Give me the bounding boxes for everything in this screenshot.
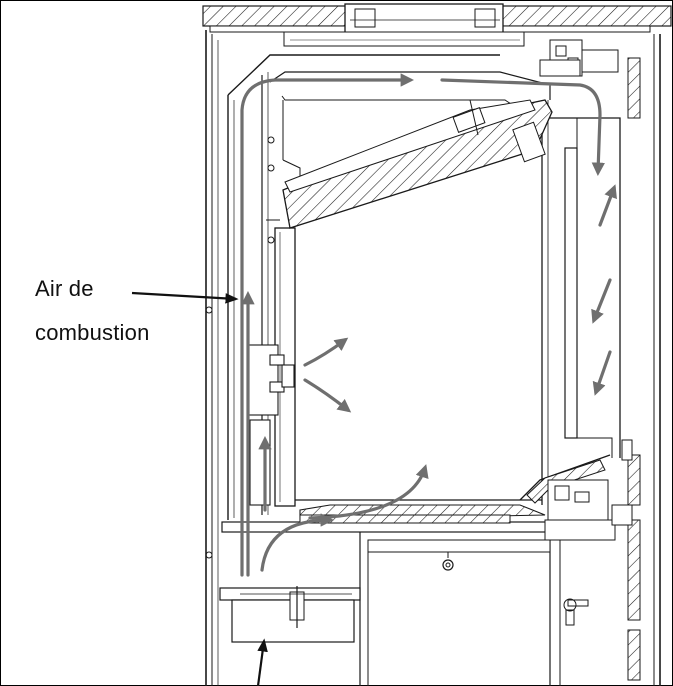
top-plate [202,3,672,47]
callout-arrows [131,291,268,686]
air-combustion-label-line1: Air de [35,276,94,301]
baffle-plate [282,99,553,229]
flow-arrow-icon [308,464,429,520]
bottom-plenum [219,586,361,643]
air-inlet-box [247,344,295,506]
callout-arrow-icon [256,638,268,686]
flow-arrow-icon [260,513,335,572]
flow-arrow-icon [303,337,349,367]
flow-arrow-icon [440,78,606,177]
air-flow-arrows [240,73,617,577]
flow-arrow-icon [598,184,617,227]
flow-arrow-icon [592,350,612,396]
air-combustion-label-line2: combustion [35,320,150,345]
callout-arrow-icon [131,291,239,304]
right-brackets [539,39,633,626]
flow-arrow-icon [240,73,415,577]
outer-casing [205,30,661,686]
flow-arrow-icon [591,278,612,324]
flow-arrow-icon [303,378,352,413]
grate-assembly [221,504,561,686]
